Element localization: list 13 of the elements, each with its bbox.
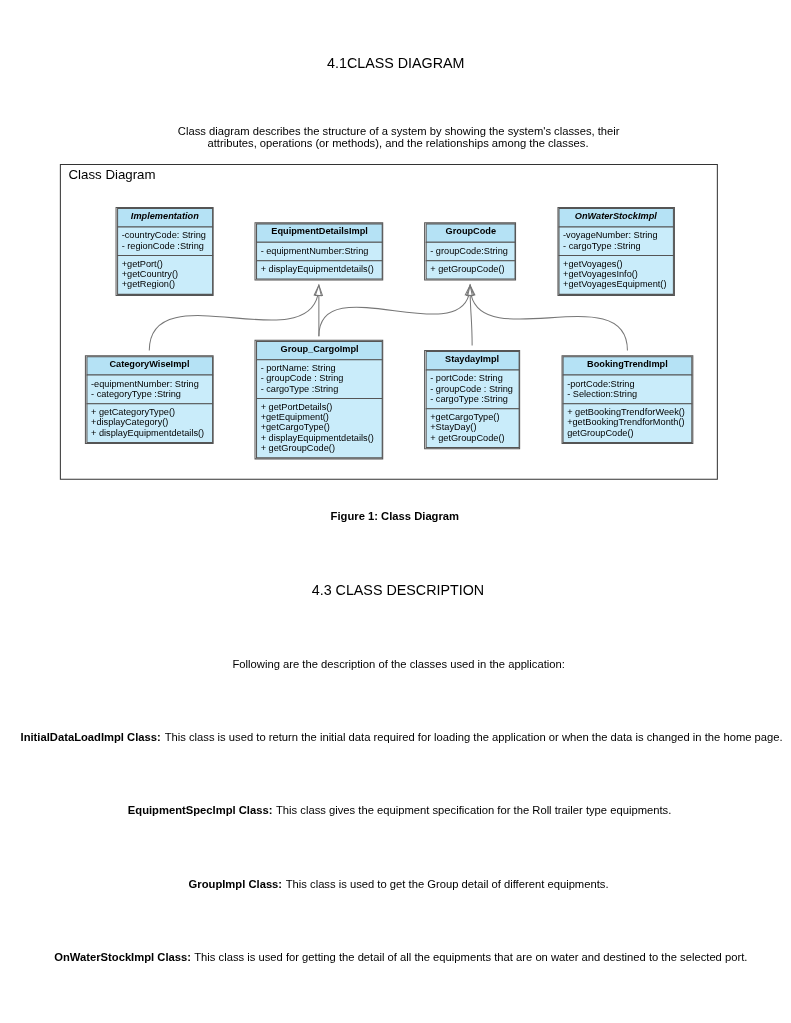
arrow <box>465 283 475 346</box>
arrow <box>318 283 473 337</box>
label: InitialDataLoadImpl Class: This class is used to return the initial data required for loading the application or when the data is changed in the home page. <box>20 730 783 743</box>
arrow <box>148 283 322 351</box>
label: Class diagram describes the structure of a system by showing the system's classes, their attributes, operations (or methods), and the relationships among the classes. <box>177 124 620 149</box>
caption: Figure 1: Class Diagram <box>330 509 460 522</box>
label: 4.3 CLASS DESCRIPTION <box>311 581 485 598</box>
label: GroupImpl Class: This class is used to get the Group detail of different equipments. <box>188 877 609 890</box>
arrow <box>467 283 628 351</box>
label: 4.1CLASS DIAGRAM <box>327 54 465 71</box>
label: OnWaterStockImpl Class: This class is used for getting the detail of all the equipments that are on water and destined to the selected port. <box>54 950 748 963</box>
label: Following are the description of the classes used in the application: <box>232 657 565 670</box>
label: EquipmentSpecImpl Class: This class gives the equipment specification for the Roll trailer type equipments. <box>127 803 672 816</box>
